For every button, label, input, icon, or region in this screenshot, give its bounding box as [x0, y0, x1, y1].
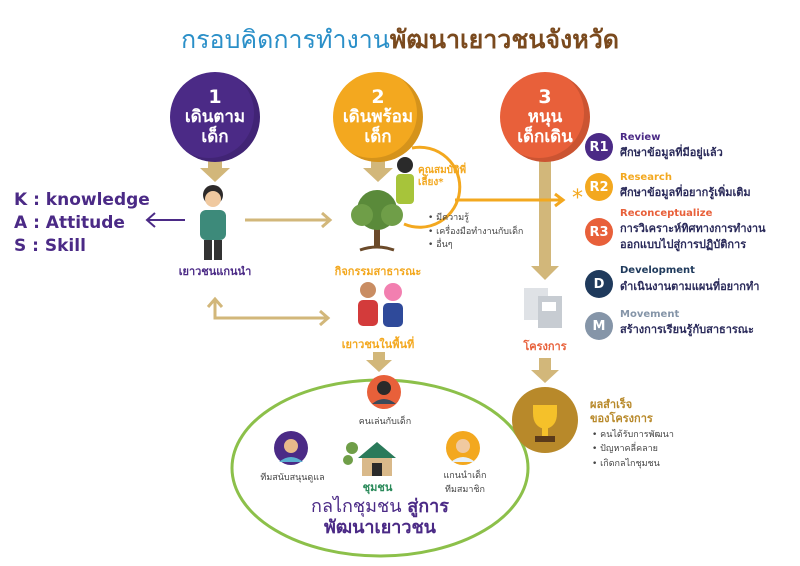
badge-r2: R2 — [585, 173, 613, 201]
arrow-down-1 — [200, 158, 230, 182]
bullet-item: • อื่นๆ — [428, 240, 453, 250]
bullet-text: มีความรู้ — [436, 213, 469, 223]
process-desc-2: ออกแบบไปสู่การปฏิบัติการ — [620, 238, 747, 251]
bullet-text: อื่นๆ — [436, 240, 453, 250]
project-document-icon — [524, 288, 562, 328]
local-youth-icon — [358, 282, 403, 327]
process-title: Development — [620, 265, 695, 276]
badge-r1: R1 — [585, 133, 613, 161]
community-caption: กลไกชุมชน สู่การ พัฒนาเยาวชน — [280, 496, 480, 538]
step-label: หนุน — [527, 107, 563, 128]
player-avatar-icon — [367, 375, 401, 409]
bullet-item: • มีความรู้ — [428, 213, 469, 223]
process-title: Research — [620, 172, 672, 183]
step-label: เดินพร้อม — [342, 107, 414, 128]
success-list: • คนได้รับการพัฒนา • ปัญหาคลี่คลาย • เกิ… — [592, 428, 674, 471]
success-item: • คนได้รับการพัฒนา — [592, 430, 674, 440]
kas-knowledge: K : knowledge — [14, 190, 150, 210]
title-part2: พัฒนาเยาวชนจังหวัด — [389, 25, 619, 54]
process-title: Reconceptualize — [620, 208, 713, 219]
success-item: • ปัญหาคลี่คลาย — [592, 444, 658, 455]
step-label: เด็ก — [364, 126, 392, 147]
community-house-icon — [343, 442, 396, 476]
leader-avatar-icon — [446, 431, 480, 465]
asterisk: * — [572, 186, 583, 211]
process-title: Review — [620, 132, 661, 143]
arrow-orange — [455, 192, 566, 208]
process-desc: ดำเนินงานตามแผนที่อยากทำ — [620, 280, 760, 293]
success-text: คนได้รับการพัฒนา — [600, 430, 674, 440]
leader-label-2: ทีมสมาชิก — [445, 484, 485, 495]
local-youth-label: เยาวชนในพื้นที่ — [341, 338, 415, 351]
down-arrows — [200, 158, 559, 383]
process-title: Movement — [620, 309, 680, 320]
arrow-bidirectional — [206, 296, 331, 327]
arrow-right — [245, 211, 333, 229]
public-activity-label: กิจกรรมสาธารณะ — [334, 265, 422, 278]
support-avatar-icon — [274, 431, 308, 465]
step-label: เด็ก — [201, 126, 229, 147]
step-label: เดินตาม — [184, 107, 246, 128]
leader-label: แกนนำเด็กทีมสมาชิก — [425, 470, 505, 497]
step-label: เด็กเดิน — [517, 126, 573, 147]
page-title: กรอบคิดการทำงานพัฒนาเยาวชนจังหวัด — [0, 20, 800, 60]
trophy-icon — [512, 387, 578, 453]
bullet-text: เครื่องมือทำงานกับเด็ก — [436, 226, 524, 237]
arrow-down-2 — [363, 158, 393, 182]
support-label: ทีมสนับสนุนดูแล — [260, 473, 325, 483]
arrow-down-4 — [531, 358, 559, 383]
success-title-1: ผลสำเร็จ — [590, 398, 633, 411]
success-title-2: ของโครงการ — [590, 412, 653, 426]
mentor-arc — [403, 145, 462, 229]
leader-label-1: แกนนำเด็ก — [443, 471, 487, 481]
kas-attitude: A : Attitude — [14, 213, 125, 233]
step-number: 1 — [208, 85, 222, 108]
success-title: ผลสำเร็จของโครงการ — [590, 398, 653, 427]
success-text: ปัญหาคลี่คลาย — [600, 444, 658, 455]
caption-part2: สู่การ — [407, 496, 449, 517]
process-desc: ศึกษาข้อมูลที่มีอยู่แล้ว — [620, 146, 723, 159]
process-desc: การวิเคราะห์ทิศทางการทำงาน — [620, 222, 766, 235]
person-leader-icon — [200, 185, 226, 260]
badge-d: D — [585, 270, 613, 298]
player-label: คนเล่นกับเด็ก — [358, 417, 412, 427]
caption-part1: กลไกชุมชน — [311, 496, 408, 517]
success-item: • เกิดกลไกชุมชน — [592, 458, 660, 469]
arrow-down-3 — [531, 160, 559, 280]
arrow-down-5 — [366, 352, 392, 372]
mentor-bullets: • มีความรู้ • เครื่องมือทำงานกับเด็ก • อ… — [428, 212, 523, 253]
step-number: 3 — [538, 85, 552, 108]
bullet-item: • เครื่องมือทำงานกับเด็ก — [428, 226, 524, 237]
success-text: เกิดกลไกชุมชน — [600, 458, 660, 469]
mentor-title: คุณสมบัติพี่เลี้ยง* — [418, 165, 467, 188]
process-desc: ศึกษาข้อมูลที่อยากรู้เพิ่มเติม — [620, 186, 751, 199]
step-number: 2 — [371, 85, 385, 108]
title-part1: กรอบคิดการทำงาน — [180, 25, 390, 54]
process-desc: สร้างการเรียนรู้กับสาธารณะ — [620, 323, 754, 336]
arrow-left-kas — [145, 212, 185, 228]
badge-m: M — [585, 312, 613, 340]
mentor-icon — [396, 157, 414, 204]
tree-icon — [351, 190, 403, 252]
project-label: โครงการ — [523, 340, 567, 353]
leader-youth-label: เยาวชนแกนนำ — [178, 265, 252, 278]
caption-part3: พัฒนาเยาวชน — [324, 516, 436, 538]
badge-r3: R3 — [585, 218, 613, 246]
kas-skill: S : Skill — [14, 236, 86, 256]
community-label: ชุมชน — [362, 481, 393, 494]
